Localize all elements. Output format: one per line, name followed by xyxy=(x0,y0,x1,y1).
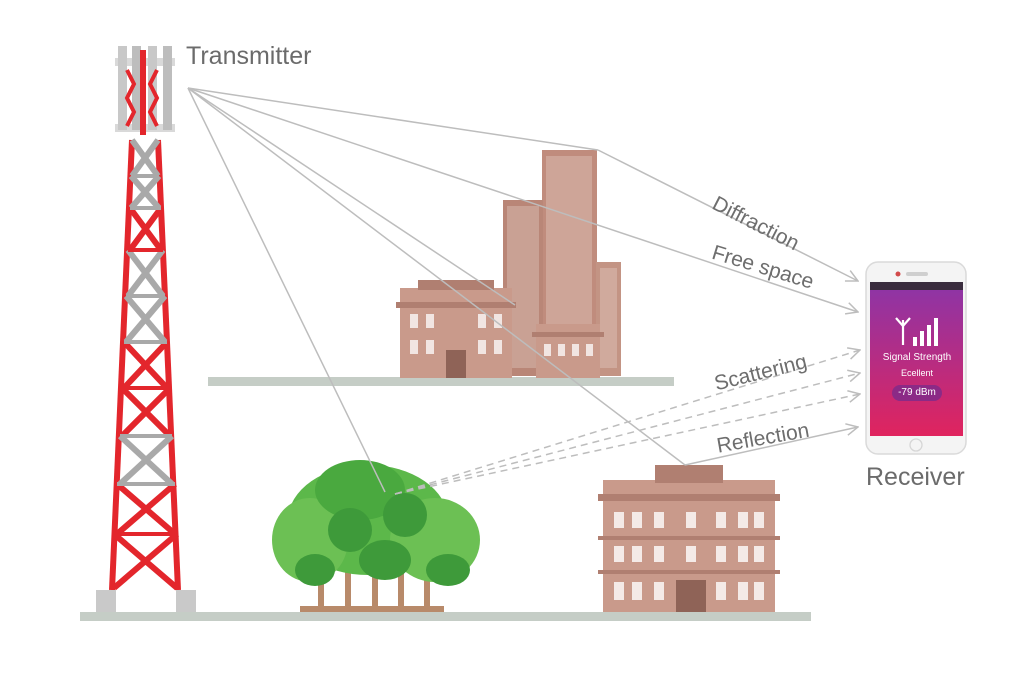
signal-strength-title: Signal Strength xyxy=(882,352,952,363)
ground-lower xyxy=(80,612,811,621)
transmitter-tower xyxy=(96,46,196,612)
lower-building xyxy=(598,465,780,612)
antenna-icon xyxy=(895,317,911,345)
receiver-label: Receiver xyxy=(866,463,965,491)
signal-value-badge: -79 dBm xyxy=(892,385,942,401)
upper-buildings xyxy=(396,150,621,378)
receiver-phone xyxy=(865,261,967,455)
trees xyxy=(272,460,480,612)
propagation-rays xyxy=(187,87,860,495)
signal-quality: Ecellent xyxy=(900,368,934,378)
transmitter-label: Transmitter xyxy=(186,42,312,70)
ground-upper xyxy=(208,377,674,386)
signal-bars-icon xyxy=(913,318,938,346)
